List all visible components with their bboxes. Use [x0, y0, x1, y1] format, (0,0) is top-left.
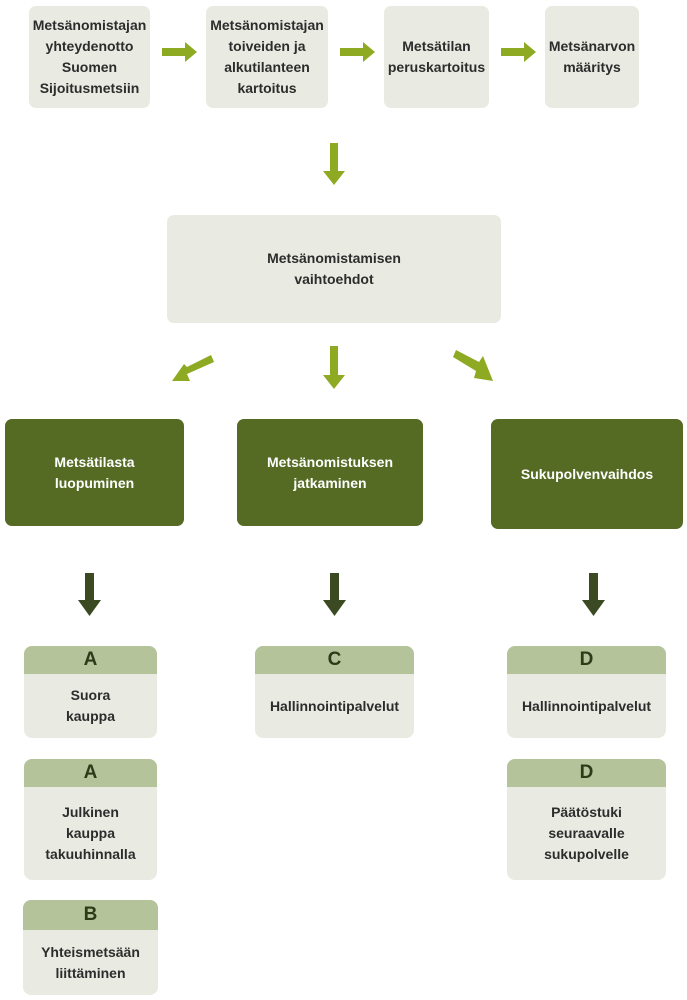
option-text: Suora kauppa: [65, 687, 115, 724]
step-contact-label: Metsänomistajan yhteydenotto Suomen Sijo…: [32, 17, 147, 96]
arrow-down-left-icon: [172, 355, 214, 381]
arrow-down-icon: [323, 573, 346, 616]
step-basic-survey-label: Metsätilan peruskartoitus: [387, 38, 486, 75]
branch-continuing: Metsänomistuksen jatkaminen: [237, 419, 423, 526]
option-card-management-services-d: D Hallinnointipalvelut: [507, 646, 666, 738]
option-letter: A: [24, 759, 157, 787]
step-valuation-label: Metsänarvon määritys: [548, 38, 636, 75]
option-letter: D: [507, 759, 666, 787]
branch-giving-up-label: Metsätilasta luopuminen: [54, 453, 135, 491]
branch-generation-change: Sukupolvenvaihdos: [491, 419, 683, 529]
arrow-down-icon: [323, 346, 345, 389]
option-card-joint-forest: B Yhteismetsään liittäminen: [23, 900, 158, 995]
step-contact: Metsänomistajan yhteydenotto Suomen Sijo…: [29, 6, 150, 108]
option-text: Hallinnointipalvelut: [269, 697, 400, 714]
arrow-right-icon: [162, 42, 197, 62]
step-valuation: Metsänarvon määritys: [545, 6, 639, 108]
arrow-right-icon: [340, 42, 375, 62]
branch-giving-up: Metsätilasta luopuminen: [5, 419, 184, 526]
option-text: Yhteismetsään liittäminen: [41, 943, 140, 981]
arrow-right-icon: [501, 42, 536, 62]
option-letter: A: [24, 646, 157, 674]
option-card-decision-support: D Päätöstuki seuraavalle sukupolvelle: [507, 759, 666, 880]
arrow-down-icon: [323, 143, 345, 185]
arrow-down-icon: [582, 573, 605, 616]
branch-continuing-label: Metsänomistuksen jatkaminen: [266, 453, 394, 491]
option-card-direct-sale: A Suora kauppa: [24, 646, 157, 738]
step-survey-wishes: Metsänomistajan toiveiden ja alkutilante…: [206, 6, 328, 108]
option-card-management-services: C Hallinnointipalvelut: [255, 646, 414, 738]
option-letter: C: [255, 646, 414, 674]
step-survey-wishes-label: Metsänomistajan toiveiden ja alkutilante…: [210, 17, 324, 96]
option-text: Hallinnointipalvelut: [521, 697, 652, 714]
arrow-down-icon: [78, 573, 101, 616]
option-letter: B: [23, 900, 158, 930]
ownership-options-label: Metsänomistamisen vaihtoehdot: [267, 250, 401, 287]
step-basic-survey: Metsätilan peruskartoitus: [384, 6, 489, 108]
branch-generation-change-label: Sukupolvenvaihdos: [520, 465, 654, 482]
option-card-public-sale: A Julkinen kauppa takuuhinnalla: [24, 759, 157, 880]
option-text: Julkinen kauppa takuuhinnalla: [45, 804, 136, 862]
option-letter: D: [507, 646, 666, 674]
arrow-down-right-icon: [453, 350, 493, 381]
option-text: Päätöstuki seuraavalle sukupolvelle: [544, 804, 629, 862]
ownership-options-box: Metsänomistamisen vaihtoehdot: [167, 215, 501, 323]
